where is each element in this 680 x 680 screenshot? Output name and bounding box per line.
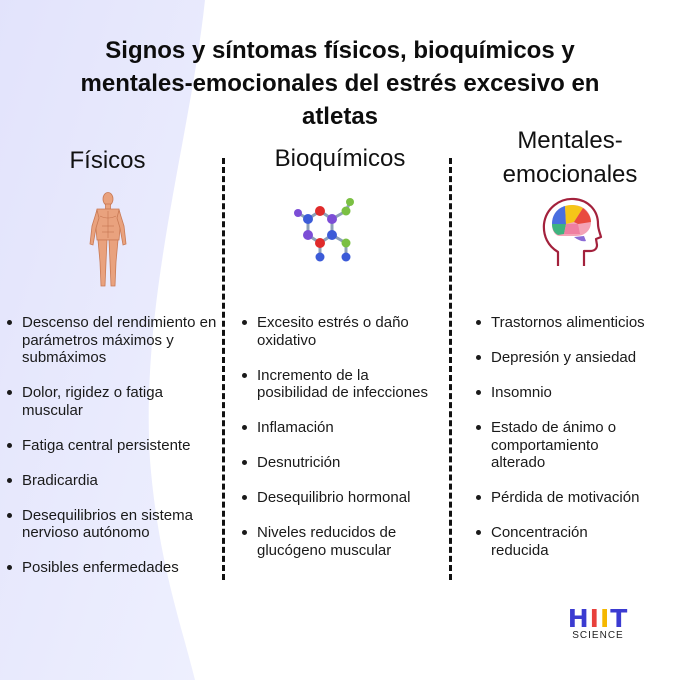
column-heading-fisicos: Físicos — [20, 146, 195, 176]
list-item: Excesito estrés o daño oxidativo — [241, 314, 441, 349]
list-item: Desnutrición — [241, 454, 441, 472]
logo-subtitle: SCIENCE — [572, 630, 624, 641]
list-item: Fatiga central persistente — [6, 437, 218, 455]
list-item: Posibles enfermedades — [6, 559, 218, 577]
column-heading-text: Mentales- — [517, 127, 623, 154]
list-item: Pérdida de motivación — [475, 489, 675, 507]
list-item: Desequilibrios en sistema nervioso autón… — [6, 507, 218, 542]
page-title: Signos y síntomas físicos, bioquímicos y… — [20, 34, 660, 133]
title-line-2: mentales-emocionales del estrés excesivo… — [80, 70, 600, 97]
molecule-icon — [294, 198, 354, 262]
column-heading-text: Bioquímicos — [274, 145, 406, 172]
list-fisicos: Descenso del rendimiento en parámetros m… — [6, 314, 218, 594]
list-item: Niveles reducidos de glucógeno muscular — [241, 524, 441, 559]
list-item: Depresión y ansiedad — [475, 349, 675, 367]
list-item: Desequilibrio hormonal — [241, 489, 441, 507]
list-item: Insomnio — [475, 384, 675, 402]
column-divider — [222, 158, 225, 580]
title-line-1: Signos y síntomas físicos, bioquímicos y — [105, 37, 575, 64]
list-item: Dolor, rigidez o fatiga muscular — [6, 384, 218, 419]
list-item: Bradicardia — [6, 472, 218, 490]
column-heading-bioquimicos: Bioquímicos — [240, 144, 440, 174]
column-heading-text: Físicos — [69, 147, 146, 174]
logo-mark: HIIT — [567, 604, 629, 633]
list-bioquimicos: Excesito estrés o daño oxidativo Increme… — [241, 314, 441, 577]
list-item: Concentración reducida — [475, 524, 631, 559]
list-mentales: Trastornos alimenticios Depresión y ansi… — [475, 314, 675, 577]
column-divider — [449, 158, 452, 580]
human-body-icon — [89, 192, 127, 287]
list-item: Estado de ánimo o comportamiento alterad… — [475, 419, 651, 472]
list-item: Inflamación — [241, 419, 441, 437]
column-heading-text: emocionales — [502, 161, 638, 188]
hiit-science-logo: HIIT SCIENCE — [563, 604, 633, 642]
list-item: Descenso del rendimiento en parámetros m… — [6, 314, 218, 367]
title-line-3: atletas — [301, 103, 379, 130]
list-item: Incremento de la posibilidad de infeccio… — [241, 367, 441, 402]
list-item: Trastornos alimenticios — [475, 314, 675, 332]
column-heading-mentales: Mentales- emocionales — [470, 126, 670, 190]
brain-head-icon — [542, 197, 603, 266]
